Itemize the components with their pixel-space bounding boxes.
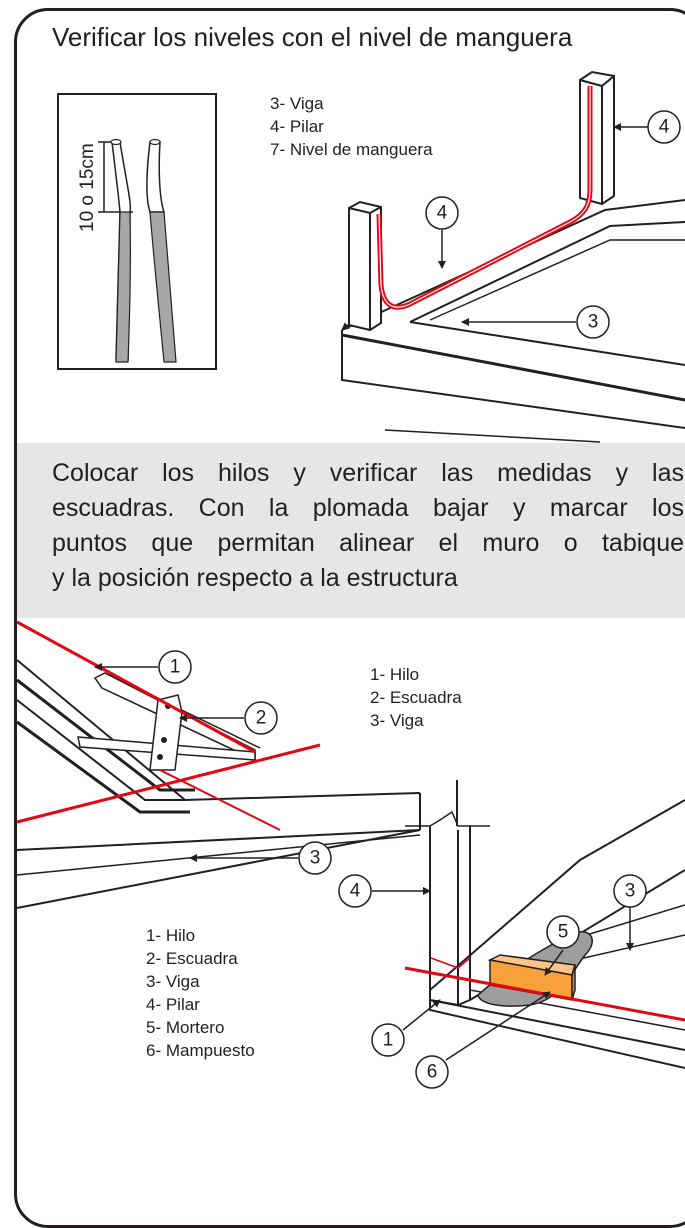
callout-number: 5 <box>558 922 569 943</box>
legend-item: 5- Mortero <box>146 1018 225 1037</box>
beam-inner-edge <box>429 239 685 321</box>
beam-bottom <box>16 829 421 909</box>
instruction-line: puntos que permitan alinear el muro o ta… <box>52 529 684 557</box>
legend-item: 3- Viga <box>370 711 424 730</box>
leader-line <box>445 991 551 1061</box>
callout-number: 6 <box>427 1062 438 1083</box>
instruction-line: y la posición respecto a la estructura <box>52 564 458 592</box>
top-structure-drawing <box>341 70 685 443</box>
callout-circle <box>244 701 278 735</box>
break-line <box>405 810 490 827</box>
beam-inner-front <box>409 321 685 366</box>
callouts-middle: 1 2 3 <box>158 650 332 875</box>
callout-number: 3 <box>625 881 636 902</box>
callout-circle <box>647 110 681 144</box>
pillar-right-edges <box>579 75 615 204</box>
hose-right-water <box>149 211 177 363</box>
callout-circle <box>613 874 647 908</box>
beam-inner-edge <box>409 221 685 323</box>
beam-front-edge <box>429 999 685 1051</box>
beam-edge <box>16 659 421 802</box>
instruction-band <box>17 443 685 618</box>
legend-item: 2- Escuadra <box>146 949 238 968</box>
legend-item: 1- Hilo <box>370 665 420 684</box>
leader-line <box>544 949 564 976</box>
pillar-left <box>348 200 382 332</box>
legend-item: 2- Escuadra <box>370 688 462 707</box>
callout-circle <box>338 874 372 908</box>
legend-item: 4- Pilar <box>146 995 200 1014</box>
plumb-mark <box>430 957 471 969</box>
callout-number: 4 <box>437 203 448 224</box>
callout-number: 1 <box>170 657 181 678</box>
pillar-left-edges <box>348 206 382 330</box>
beam-shadow <box>16 834 421 876</box>
legend-item: 3- Viga <box>270 94 324 113</box>
string-hilo <box>16 620 256 754</box>
legend-bottom: 1- Hilo 2- Escuadra 3- Viga 4- Pilar 5- … <box>146 924 255 1062</box>
beam-edge <box>341 199 685 331</box>
beam-front <box>341 330 685 429</box>
bolt <box>157 754 163 760</box>
hose-level-inset: 10 o 15cm <box>57 93 217 370</box>
leader-line <box>402 999 441 1031</box>
inset-dimension-label: 10 o 15cm <box>77 143 98 232</box>
instruction-line: Colocar los hilos y verificar las medida… <box>52 459 684 487</box>
instruction-text: Colocar los hilos y verificar las medida… <box>52 456 684 596</box>
legend-item: 1- Hilo <box>146 926 196 945</box>
legend-item: 4- Pilar <box>270 117 324 136</box>
callout-number: 4 <box>350 881 361 902</box>
string-hilo <box>16 743 321 824</box>
bottom-structure-drawing <box>372 780 685 1069</box>
legend-top: 3- Viga 4- Pilar 7- Nivel de manguera <box>270 92 433 161</box>
callout-circle <box>425 196 459 230</box>
beam-edge <box>429 799 685 991</box>
legend-item: 6- Mampuesto <box>146 1041 255 1060</box>
callout-number: 3 <box>310 848 321 869</box>
callout-number: 1 <box>383 1030 394 1051</box>
brick-side <box>571 964 576 1001</box>
bolt <box>161 737 167 743</box>
callouts-bottom: 3 5 4 1 6 <box>338 874 647 1089</box>
inset-box <box>57 93 217 370</box>
hose-highlight <box>378 86 591 308</box>
instruction-line: escuadras. Con la plomada bajar y marcar… <box>52 494 684 522</box>
callout-number: 3 <box>588 312 599 333</box>
beam-edge <box>16 699 185 801</box>
beam-edge-thick <box>16 720 190 814</box>
beam-top-edge <box>341 333 685 402</box>
beam-bottom <box>384 429 601 443</box>
callout-circle <box>415 1055 449 1089</box>
callout-number: 4 <box>659 117 670 138</box>
beam-edge-thick <box>16 678 195 792</box>
pillar-right <box>579 70 615 206</box>
section-title: Verificar los niveles con el nivel de ma… <box>52 22 573 52</box>
legend-item: 3- Viga <box>146 972 200 991</box>
square-brace <box>149 694 183 771</box>
hose-opening <box>149 138 161 146</box>
callout-circle <box>576 305 610 339</box>
beam-front <box>16 829 421 851</box>
callouts-top: 4 4 3 <box>425 110 681 339</box>
hose-opening <box>110 138 122 146</box>
legend-middle: 1- Hilo 2- Escuadra 3- Viga <box>370 663 462 732</box>
legend-item: 7- Nivel de manguera <box>270 140 433 159</box>
plumb-line <box>159 769 281 831</box>
middle-structure-drawing <box>16 620 421 909</box>
callout-circle <box>546 915 580 949</box>
hose-level <box>376 86 593 310</box>
callout-circle <box>371 1023 405 1057</box>
callout-circle <box>298 841 332 875</box>
leader-line <box>341 322 350 331</box>
pillar-edge <box>456 780 459 1005</box>
hose-left-water <box>115 211 131 363</box>
callout-number: 2 <box>256 708 267 729</box>
callout-circle <box>158 650 192 684</box>
